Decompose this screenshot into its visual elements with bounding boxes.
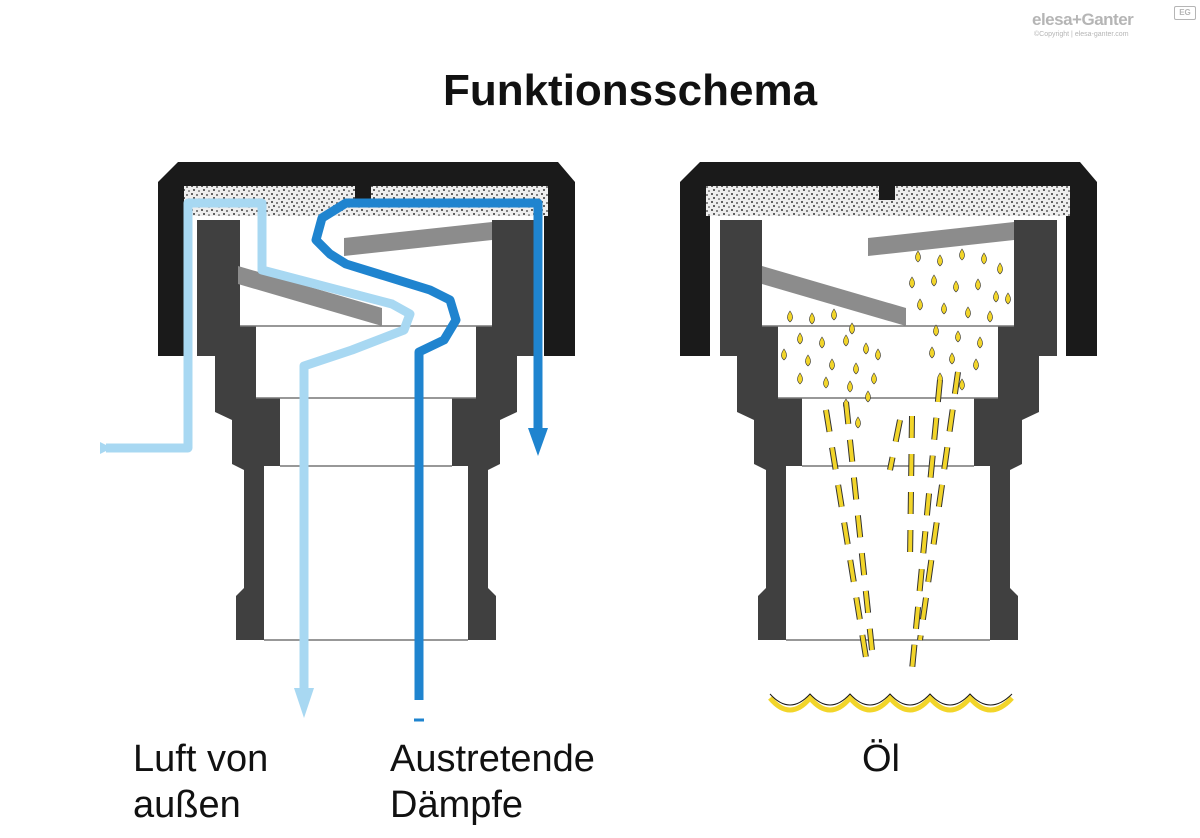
oil-droplet (1005, 292, 1011, 305)
label-escaping-vapors-line2: Dämpfe (390, 784, 524, 826)
oil-droplet (955, 330, 961, 343)
oil-droplets (781, 248, 1011, 429)
label-oil-text: Öl (862, 738, 900, 780)
right-cap (680, 162, 1097, 356)
oil-droplet (953, 280, 959, 293)
label-escaping-vapors-line1: Austretende (390, 738, 595, 780)
label-outside-air-line1: Luft von (133, 738, 269, 780)
oil-streaks (823, 371, 961, 671)
right-body-wall-right (974, 220, 1057, 640)
vapor-flow-tail (414, 705, 424, 718)
left-cap (158, 162, 575, 356)
logo-copyright: ©Copyright | elesa-ganter.com (1034, 31, 1129, 38)
right-breather-diagram (680, 162, 1097, 713)
oil-droplet (993, 290, 999, 303)
air-flow-path (106, 198, 415, 690)
oil-droplet (959, 378, 965, 391)
oil-streak (908, 415, 914, 561)
left-body-wall-right (452, 220, 535, 640)
elesa-ganter-logo: elesa+Ganter ©Copyright | elesa-ganter.c… (1032, 6, 1198, 46)
oil-droplet (797, 332, 803, 345)
label-outside-air-line2: außen (133, 784, 241, 826)
vapor-flow-arrowhead-down (528, 428, 548, 456)
oil-droplet (865, 390, 871, 403)
oil-droplet (909, 276, 915, 289)
air-flow-tail (100, 442, 112, 454)
oil-streak (888, 419, 902, 471)
oil-streak (824, 409, 870, 671)
oil-droplet (933, 324, 939, 337)
oil-droplet (855, 416, 861, 429)
vapor-flow-path (311, 198, 543, 700)
right-body-wall-left (720, 220, 802, 640)
oil-streak (910, 379, 942, 671)
oil-droplet (823, 376, 829, 389)
right-lower-baffle (762, 266, 906, 326)
oil-droplet (781, 348, 787, 361)
oil-droplet (937, 254, 943, 267)
oil-droplet (941, 302, 947, 315)
oil-droplet (797, 372, 803, 385)
left-lower-baffle (238, 266, 382, 326)
oil-droplet (965, 306, 971, 319)
oil-streak (918, 371, 960, 641)
oil-droplet (915, 250, 921, 263)
oil-droplet (809, 312, 815, 325)
left-body-wall-left (197, 220, 280, 640)
oil-droplet (997, 262, 1003, 275)
oil-droplet (875, 348, 881, 361)
left-upper-baffle (344, 222, 492, 256)
oil-droplet (981, 252, 987, 265)
oil-droplet (975, 278, 981, 291)
oil-surface (768, 694, 1014, 713)
oil-droplet (787, 310, 793, 323)
oil-droplet (987, 310, 993, 323)
oil-droplet (805, 354, 811, 367)
oil-droplet (829, 358, 835, 371)
oil-droplet (847, 380, 853, 393)
oil-droplet (929, 346, 935, 359)
label-oil: Öl (862, 736, 900, 782)
oil-droplet (831, 308, 837, 321)
air-flow-arrowhead-down (294, 688, 314, 718)
left-cap-notch (355, 186, 371, 200)
oil-droplet (973, 358, 979, 371)
oil-droplet (849, 322, 855, 335)
oil-droplet (853, 362, 859, 375)
diagram-title: Funktionsschema (442, 66, 818, 115)
right-cap-notch (879, 186, 895, 200)
label-escaping-vapors: Austretende Dämpfe (390, 736, 595, 828)
logo-badge: EG (1174, 6, 1196, 20)
oil-streak (844, 401, 874, 651)
oil-droplet (863, 342, 869, 355)
logo-brand: elesa+Ganter (1032, 10, 1134, 29)
oil-droplet (949, 352, 955, 365)
oil-droplet (959, 248, 965, 261)
oil-droplet (977, 336, 983, 349)
oil-droplet (843, 334, 849, 347)
oil-droplet (917, 298, 923, 311)
label-outside-air: Luft von außen (133, 736, 268, 828)
right-upper-baffle (868, 222, 1014, 256)
left-breather-diagram (100, 162, 575, 722)
oil-droplet (819, 336, 825, 349)
oil-droplet (871, 372, 877, 385)
oil-droplet (931, 274, 937, 287)
